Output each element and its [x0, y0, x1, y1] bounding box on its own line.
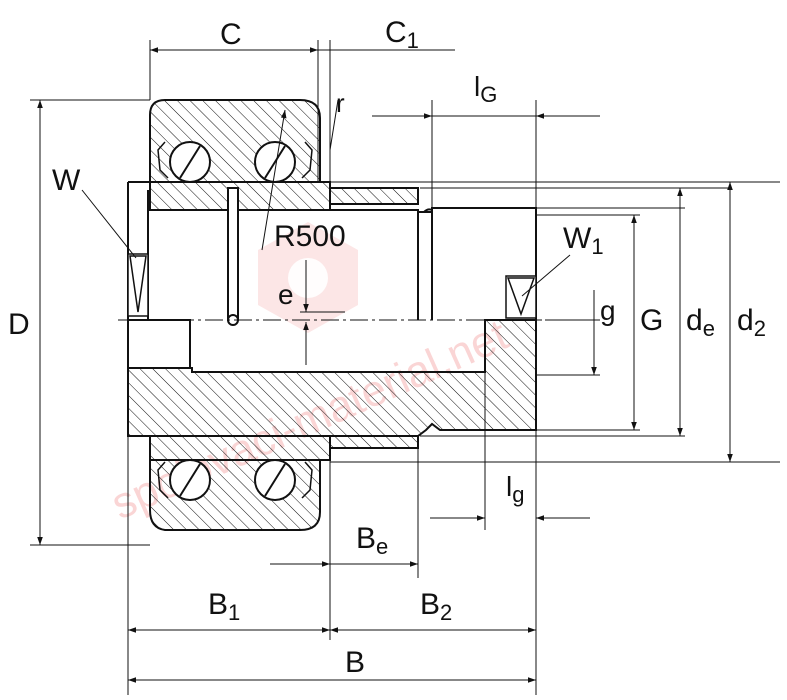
label-lG: lG — [474, 71, 497, 107]
label-D: D — [8, 308, 30, 341]
label-B2: B2 — [420, 588, 452, 625]
label-de: de — [686, 304, 715, 341]
label-B: B — [345, 646, 365, 679]
label-C: C — [220, 18, 242, 51]
label-Be: Be — [356, 522, 388, 559]
watermark-hole — [288, 258, 328, 298]
label-g: g — [600, 295, 616, 326]
hex-socket-right — [505, 275, 537, 319]
inner-ring-top — [149, 181, 331, 211]
label-W1: W1 — [563, 222, 604, 259]
labels: C C1 r lG W W1 R500 e D g G de d2 lg Be … — [8, 16, 766, 679]
label-B1: B1 — [208, 588, 240, 625]
dimension-lines — [37, 47, 733, 683]
label-G: G — [640, 304, 663, 337]
seals-top — [157, 141, 313, 179]
extension-lines — [30, 40, 780, 695]
label-lg: lg — [506, 471, 524, 507]
label-C1: C1 — [385, 16, 419, 53]
label-R500: R500 — [274, 220, 346, 253]
hex-socket-left — [127, 253, 149, 317]
label-r: r — [336, 88, 345, 118]
label-W: W — [52, 164, 81, 197]
label-d2: d2 — [737, 304, 766, 341]
balls-top — [169, 141, 296, 183]
seals-bottom — [157, 461, 313, 499]
balls-bottom — [169, 459, 296, 501]
label-e: e — [278, 279, 294, 310]
